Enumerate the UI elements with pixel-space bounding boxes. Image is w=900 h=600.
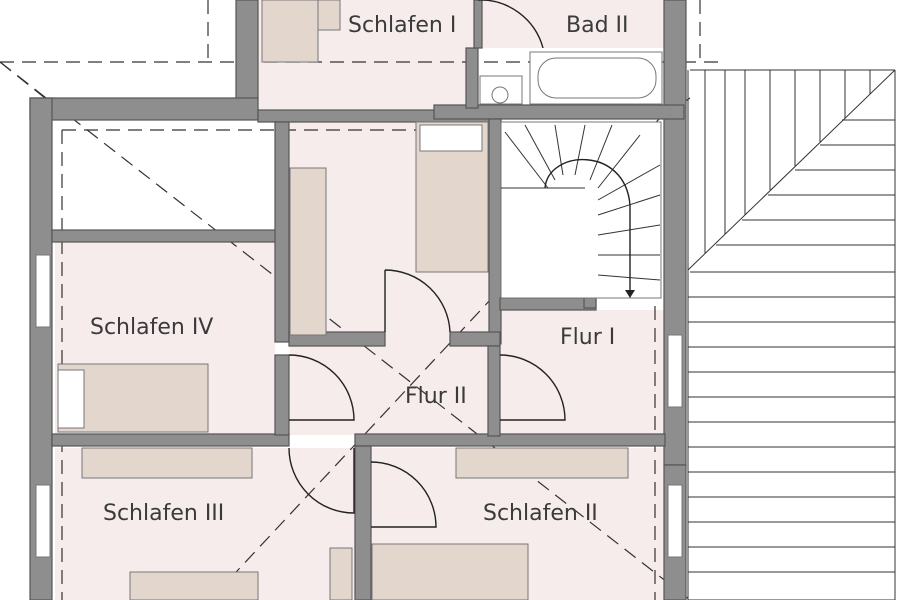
room-label-schlafen-3: Schlafen III	[103, 501, 224, 526]
room-label-flur-2: Flur II	[405, 384, 467, 409]
doors	[288, 0, 566, 528]
room-label-schlafen-2: Schlafen II	[483, 501, 598, 526]
windows	[35, 254, 683, 558]
room-label-schlafen-4: Schlafen IV	[90, 315, 213, 340]
room-label-flur-1: Flur I	[560, 325, 615, 350]
room-label-schlafen-1: Schlafen I	[348, 13, 456, 38]
roof-hatching	[687, 69, 896, 600]
furniture	[57, 0, 629, 600]
bathtub	[529, 51, 663, 105]
room-label-bad-2: Bad II	[566, 13, 629, 38]
sink	[479, 75, 523, 105]
staircase	[500, 121, 662, 299]
